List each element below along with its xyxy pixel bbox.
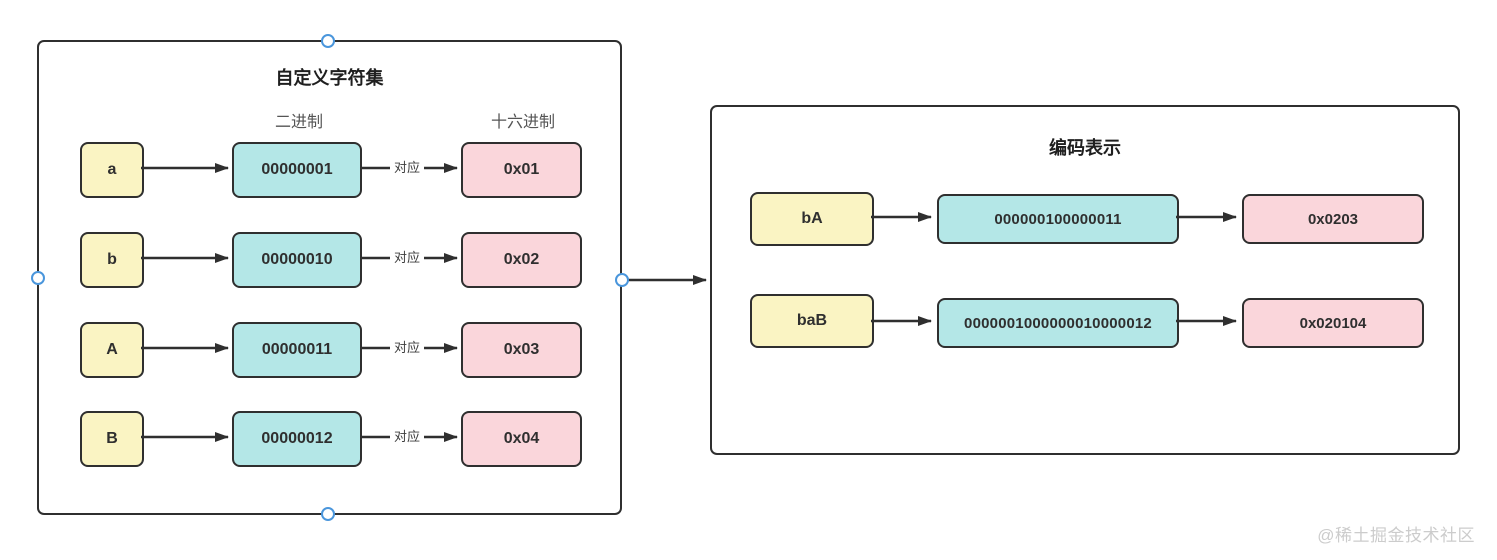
binary-box: 00000011 [232,322,362,378]
charset-panel-title: 自定义字符集 [275,68,384,88]
hex-box: 0x04 [461,411,582,467]
hex-box: 0x03 [461,322,582,378]
hex-column-header: 十六进制 [490,114,555,131]
mapping-label: 对应 [390,340,424,356]
encoding-panel: 编码表示 bA 000000100000011 0x0203 baB 00000… [710,105,1460,455]
encoded-hex-box: 0x0203 [1242,194,1424,244]
char-box: B [80,411,144,467]
encoding-panel-title: 编码表示 [1049,138,1121,158]
binary-column-header: 二进制 [274,114,323,131]
encoded-string-box: baB [750,294,874,348]
hex-box: 0x01 [461,142,582,198]
encoded-string-box: bA [750,192,874,246]
charset-panel: 自定义字符集 二进制 十六进制 a 00000001 0x01 b 000000… [37,40,622,515]
binary-box: 00000012 [232,411,362,467]
mapping-label: 对应 [390,250,424,266]
hex-box: 0x02 [461,232,582,288]
encoded-binary-box: 0000001000000010000012 [937,298,1179,348]
mapping-label: 对应 [390,160,424,176]
char-box: A [80,322,144,378]
binary-box: 00000010 [232,232,362,288]
char-box: a [80,142,144,198]
watermark: @稀土掘金技术社区 [1317,526,1475,545]
mapping-label: 对应 [390,429,424,445]
encoded-hex-box: 0x020104 [1242,298,1424,348]
char-box: b [80,232,144,288]
encoded-binary-box: 000000100000011 [937,194,1179,244]
binary-box: 00000001 [232,142,362,198]
